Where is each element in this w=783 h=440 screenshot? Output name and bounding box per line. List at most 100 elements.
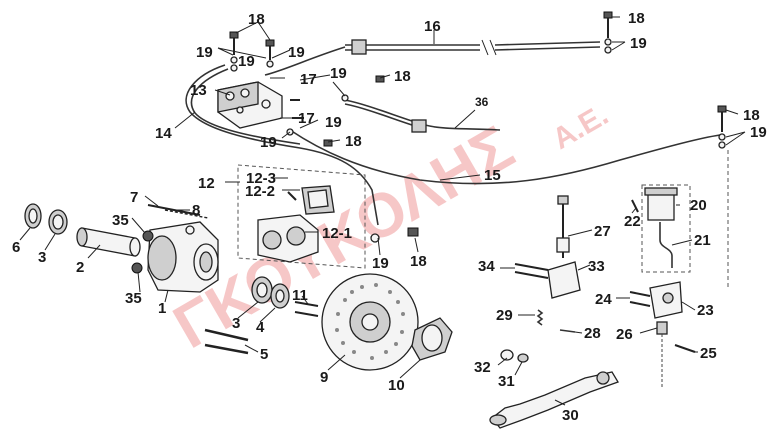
leader-lines [19,16,746,406]
label-18: 18 [345,133,362,150]
bolt-34b [514,263,549,271]
label-19: 19 [288,44,305,61]
brake-hose-14 [185,64,379,226]
pin-28 [559,329,576,333]
caliper-outline [237,164,366,269]
label-3: 3 [38,249,46,266]
banjo-bolt [407,227,419,237]
label-15: 15 [484,167,501,184]
mc-port [662,292,674,304]
feed-hose [264,46,346,76]
brake-disc [321,273,419,371]
sealing-washer [266,60,274,68]
label-19: 19 [260,134,277,151]
port [240,88,250,98]
label-17: 17 [298,110,315,127]
sleeve-end [129,237,141,257]
spring-29 [536,309,544,326]
pedal-pivot [596,371,610,385]
sealing-washer [230,64,238,72]
bolt-24b [629,301,651,307]
clip-31 [517,353,529,363]
brake-hose-15 [289,129,721,185]
axle-bolt-5 [204,328,249,342]
disc-hole [361,313,379,331]
screw-22 [631,199,639,213]
bearing-seals [24,203,290,309]
label-12-3: 12-3 [246,170,276,187]
banjo-bolt [323,139,333,147]
label-19: 19 [630,35,647,52]
caliper-piston [262,230,282,250]
label-24: 24 [595,291,612,308]
label-12: 12 [198,175,215,192]
bearing-inner [52,214,64,230]
label-6: 6 [12,239,20,256]
label-19: 19 [238,53,255,70]
label-22: 22 [624,213,641,230]
brake-distributor [217,81,283,129]
seal-inner [28,208,38,224]
rear-brake-assembly [489,150,729,429]
label-1: 1 [158,300,166,317]
caliper-piston [286,226,306,246]
label-33: 33 [588,258,605,275]
wheel-hub [411,317,453,361]
label-16: 16 [424,18,441,35]
port [261,99,271,109]
label-19: 19 [196,44,213,61]
reservoir-cap [644,187,678,196]
label-13: 13 [190,82,207,99]
label-3: 3 [232,315,240,332]
label-18: 18 [410,253,427,270]
brake-hoses [185,39,721,226]
brake-caliper-group [237,164,366,269]
nut-35b [131,262,143,274]
seal-inner [275,289,285,303]
bearing-inner [256,282,268,298]
hose-clip [411,119,427,133]
sealing-washer [718,141,726,149]
label-34: 34 [478,258,495,275]
label-19: 19 [750,124,767,141]
label-12-2: 12-2 [245,183,275,200]
nut-35 [142,230,154,242]
label-18: 18 [628,10,645,27]
reservoir-outline [641,184,691,273]
label-35: 35 [125,290,142,307]
label-25: 25 [700,345,717,362]
bolt-8 [164,209,209,219]
sealing-washer [370,233,380,243]
label-11: 11 [292,287,308,304]
label-12-1: 12-1 [322,225,352,242]
washer-32 [500,349,514,361]
bracket-bore-inner [199,251,213,273]
label-31: 31 [498,373,515,390]
label-9: 9 [320,369,328,386]
bolt-24 [629,291,651,297]
bracket-hole [185,225,195,235]
sleeve-2 [81,227,136,257]
brake-hose-16-d [494,46,601,51]
label-30: 30 [562,407,579,424]
label-10: 10 [388,377,405,394]
bolt-34 [514,271,549,279]
sealing-washer [718,133,726,141]
label-5: 5 [260,346,268,363]
axle-bolt-5b [204,343,249,355]
label-36: 36 [475,95,489,109]
label-2: 2 [76,259,84,276]
disc-bolt-11 [294,301,319,307]
hose-clip [351,39,367,55]
label-28: 28 [584,325,601,342]
sleeve-end [76,227,88,247]
label-32: 32 [474,359,491,376]
label-18: 18 [394,68,411,85]
caliper-bracket [147,221,219,293]
bolts [147,204,319,355]
label-19: 19 [372,255,389,272]
break-symbol [481,39,497,56]
label-21: 21 [694,232,711,249]
port [225,91,235,101]
